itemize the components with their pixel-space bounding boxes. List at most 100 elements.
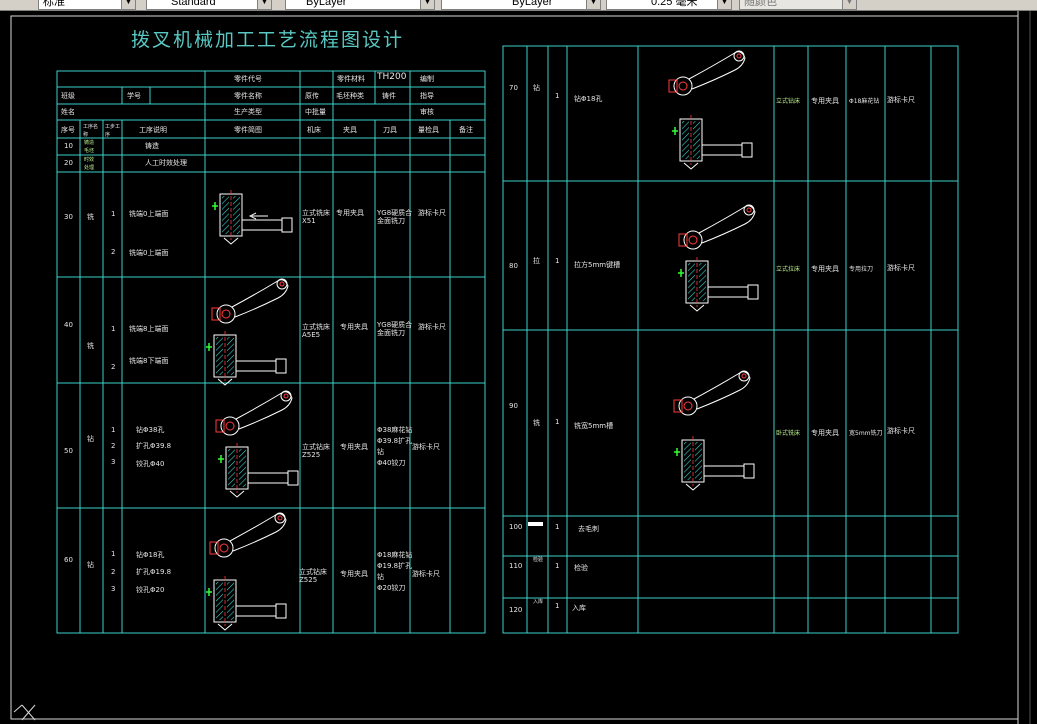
hdr-part-material: 零件材料 [337, 75, 365, 83]
row10-op: 铸造 毛坯 [84, 140, 95, 154]
plotstyle-value: 随颜色 [744, 0, 777, 8]
row30-desc2: 铣端0上端面 [129, 249, 169, 257]
col-seq: 序号 [61, 126, 75, 134]
ucs-icon [13, 704, 36, 721]
row90-tool: 宽5mm铣刀 [849, 430, 883, 437]
col-step: 工步工序 [105, 124, 121, 138]
hdr-part-code: 零件代号 [234, 75, 262, 83]
row30-seq: 30 [64, 213, 73, 221]
sketch-op80 [677, 204, 759, 312]
row80-seq: 80 [509, 262, 518, 270]
sketch-op60 [205, 512, 287, 631]
row80-desc: 拉方5mm键槽 [574, 261, 621, 269]
dim-style-value: Standard [171, 0, 216, 8]
col-process: 工序名称 [83, 124, 99, 138]
chevron-down-icon: ▼ [717, 0, 731, 9]
row60-step1: 1 [111, 550, 116, 558]
row60-step3: 3 [111, 585, 116, 593]
row50-tool: Φ38麻花钻 Φ39.8扩孔 钻 Φ40铰刀 [377, 426, 413, 467]
row70-desc: 钻Φ18孔 [574, 95, 603, 103]
row60-step2: 2 [111, 568, 116, 576]
drawing-title: 拨叉机械加工工艺流程图设计 [131, 29, 405, 51]
row40-tool: YG8硬质合 金面铣刀 [377, 321, 413, 337]
row60-op: 钻 [87, 561, 94, 569]
hdr-batch: 中批量 [305, 108, 326, 116]
row50-step1: 1 [111, 426, 116, 434]
row60-fixture: 专用夹具 [340, 570, 368, 578]
sketch-op40 [205, 278, 289, 386]
left-process-table [56, 70, 486, 634]
hdr-name: 姓名 [61, 108, 75, 116]
col-desc: 工序说明 [139, 126, 167, 134]
row50-step2: 2 [111, 442, 116, 450]
row70-seq: 70 [509, 84, 518, 92]
hdr-student-no: 学号 [127, 92, 141, 100]
row70-op: 钻 [533, 84, 540, 92]
row50-step3: 3 [111, 458, 116, 466]
dim-style-combo[interactable]: Standard▼ [146, 0, 272, 10]
row110-seq: 110 [509, 562, 523, 570]
row50-seq: 50 [64, 447, 73, 455]
linetype-combo[interactable]: ByLayer ▼ [441, 0, 601, 10]
lineweight-combo[interactable]: 0.25 毫米▼ [606, 0, 732, 10]
col-machine: 机床 [307, 126, 321, 134]
row90-op: 铣 [533, 419, 540, 427]
row100-desc: 去毛刺 [578, 525, 599, 533]
row70-step: 1 [555, 92, 560, 100]
col-gauge: 量检具 [418, 126, 439, 134]
row120-desc: 入库 [572, 604, 586, 612]
row20-seq: 20 [64, 159, 73, 167]
hdr-annual: 生产类型 [234, 108, 262, 116]
row90-desc: 铣宽5mm槽 [574, 422, 614, 430]
row80-step: 1 [555, 257, 560, 265]
sketch-op70 [668, 50, 753, 170]
row20-desc: 人工时效处理 [145, 159, 187, 167]
row40-desc2: 铣端8下端面 [129, 357, 169, 365]
row120-op: 入库 [533, 599, 544, 605]
chevron-down-icon: ▼ [586, 0, 600, 9]
row60-desc3: 铰孔Φ20 [136, 586, 165, 594]
layer-value: ByLayer [306, 0, 347, 8]
col-tool: 刀具 [383, 126, 397, 134]
row90-seq: 90 [509, 402, 518, 410]
row60-desc1: 钻Φ18孔 [136, 551, 165, 559]
row40-fixture: 专用夹具 [340, 323, 368, 331]
row80-machine: 立式拉床 [776, 266, 801, 273]
row110-desc: 检验 [574, 564, 588, 572]
hdr-holder: 原传 [305, 92, 319, 100]
row40-seq: 40 [64, 321, 73, 329]
linetype-value: ByLayer [512, 0, 553, 8]
col-remark: 备注 [459, 126, 473, 134]
row120-step: 1 [555, 602, 560, 610]
row30-desc1: 铣端0上端面 [129, 210, 169, 218]
hdr-class: 班级 [61, 92, 75, 100]
row90-machine: 卧式铣床 [776, 430, 801, 437]
plotstyle-combo[interactable]: 随颜色▼ [739, 0, 857, 10]
row40-op: 铣 [87, 342, 94, 350]
row80-tool: 专用拉刀 [849, 266, 874, 273]
row50-fixture: 专用夹具 [340, 443, 368, 451]
row70-fixture: 专用夹具 [811, 97, 839, 105]
row40-step1: 1 [111, 325, 116, 333]
row80-fixture: 专用夹具 [811, 265, 839, 273]
row80-op: 拉 [533, 257, 540, 265]
properties-toolbar: 标准▼ Standard▼ ByLayer▼ ByLayer▼ 0.25 毫米▼… [0, 0, 1037, 11]
row40-gauge: 游标卡尺 [418, 323, 446, 331]
row30-gauge: 游标卡尺 [418, 209, 446, 217]
row10-desc: 铸造 [145, 142, 159, 150]
text-style-value: 标准 [43, 0, 65, 8]
row50-gauge: 游标卡尺 [412, 443, 440, 451]
row60-machine: 立式钻床 Z525 [299, 568, 327, 584]
sketch-op30 [211, 189, 293, 245]
row120-seq: 120 [509, 606, 523, 614]
layer-combo[interactable]: ByLayer▼ [285, 0, 435, 10]
hdr-guide: 指导 [420, 92, 434, 100]
row10-seq: 10 [64, 142, 73, 150]
sketch-op90 [673, 370, 755, 491]
sketch-op50 [215, 390, 299, 498]
text-style-combo[interactable]: 标准 ▼ [38, 0, 136, 10]
col-sketch: 零件简图 [234, 126, 262, 134]
row30-op: 铣 [87, 213, 94, 221]
drawing-canvas[interactable]: 拨叉机械加工工艺流程图设计 零件代号 零件材料 TH200 编制 班级 学号 零… [0, 11, 1037, 724]
chevron-down-icon: ▼ [121, 0, 135, 9]
